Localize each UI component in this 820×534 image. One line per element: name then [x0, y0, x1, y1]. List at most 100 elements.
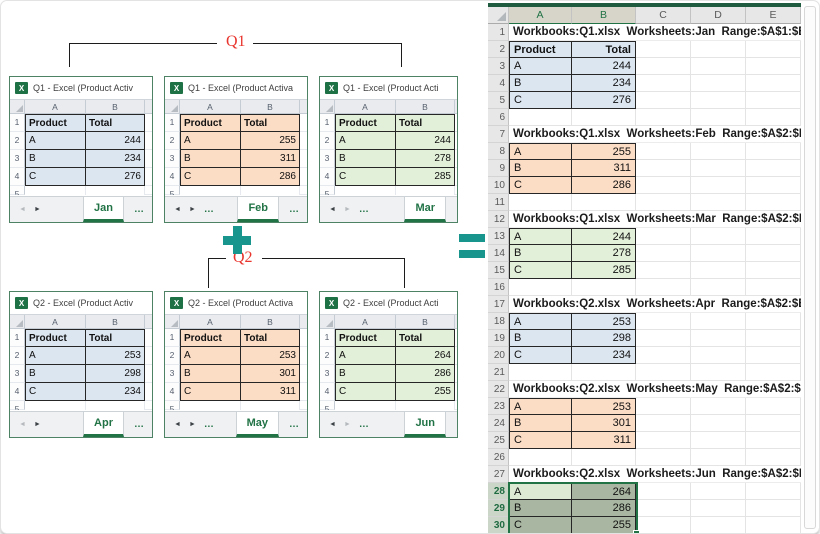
cell[interactable]: C: [25, 383, 86, 401]
cell[interactable]: Product: [180, 114, 241, 132]
more-sheets-button[interactable]: …: [358, 419, 370, 430]
cell[interactable]: B: [335, 150, 396, 168]
cell[interactable]: B: [509, 500, 572, 517]
cell[interactable]: A: [509, 398, 572, 415]
row-number[interactable]: 3: [320, 150, 335, 168]
empty-cell[interactable]: [746, 109, 801, 126]
select-all-corner[interactable]: [488, 7, 509, 24]
empty-cell[interactable]: [746, 75, 801, 92]
empty-cell[interactable]: [572, 364, 636, 381]
column-header-b[interactable]: B: [241, 315, 300, 329]
select-all-corner[interactable]: [165, 315, 180, 329]
row-number[interactable]: 4: [320, 168, 335, 186]
cell[interactable]: A: [509, 313, 572, 330]
sheet-tab-jan[interactable]: Jan: [83, 197, 124, 222]
row-number[interactable]: 5: [320, 401, 335, 410]
cell[interactable]: 285: [396, 168, 455, 186]
cell[interactable]: C: [335, 168, 396, 186]
empty-cell[interactable]: [746, 330, 801, 347]
cell[interactable]: 301: [572, 415, 636, 432]
empty-cell[interactable]: [636, 483, 691, 500]
cell[interactable]: B: [509, 245, 572, 262]
cell[interactable]: Total: [396, 114, 455, 132]
empty-cell[interactable]: [691, 92, 746, 109]
cell[interactable]: A: [25, 347, 86, 365]
sheet-nav-left-icon[interactable]: ◄: [174, 206, 181, 213]
empty-cell[interactable]: [691, 432, 746, 449]
column-header-b[interactable]: B: [86, 315, 145, 329]
row-number[interactable]: 2: [165, 132, 180, 150]
cell[interactable]: A: [335, 347, 396, 365]
empty-cell[interactable]: [746, 143, 801, 160]
sheet-nav-right-icon[interactable]: ►: [343, 206, 351, 213]
row-number[interactable]: 3: [320, 365, 335, 383]
cell[interactable]: 253: [241, 347, 300, 365]
sheet-nav-left-icon[interactable]: ◄: [19, 421, 26, 428]
empty-cell[interactable]: [636, 160, 691, 177]
cell[interactable]: C: [509, 262, 572, 279]
row-number[interactable]: 1: [320, 329, 335, 347]
empty-cell[interactable]: [746, 313, 801, 330]
column-header-a[interactable]: A: [509, 7, 572, 24]
column-header-a[interactable]: A: [180, 100, 241, 114]
row-number[interactable]: 3: [10, 365, 25, 383]
more-sheets-button[interactable]: …: [134, 419, 145, 430]
row-number[interactable]: 29: [488, 500, 509, 517]
sheet-nav-left-icon[interactable]: ◄: [329, 206, 336, 213]
cell[interactable]: C: [25, 168, 86, 186]
empty-cell[interactable]: [691, 228, 746, 245]
column-header-a[interactable]: A: [25, 100, 86, 114]
cell[interactable]: B: [335, 365, 396, 383]
cell[interactable]: 253: [572, 313, 636, 330]
column-header-a[interactable]: A: [180, 315, 241, 329]
empty-cell[interactable]: [509, 194, 572, 211]
cell[interactable]: 253: [572, 398, 636, 415]
row-number[interactable]: 11: [488, 194, 509, 211]
empty-cell[interactable]: [691, 330, 746, 347]
row-number[interactable]: 17: [488, 296, 509, 313]
cell[interactable]: 298: [572, 330, 636, 347]
more-sheets-button[interactable]: …: [289, 419, 300, 430]
empty-cell[interactable]: [746, 160, 801, 177]
empty-cell[interactable]: [746, 41, 801, 58]
cell[interactable]: 234: [86, 383, 145, 401]
row-number[interactable]: 27: [488, 466, 509, 483]
row-number[interactable]: 2: [165, 347, 180, 365]
empty-cell[interactable]: [636, 177, 691, 194]
row-number[interactable]: 28: [488, 483, 509, 500]
row-number[interactable]: 30: [488, 517, 509, 533]
empty-cell[interactable]: [746, 517, 801, 533]
block-title-cell[interactable]: Workbooks:Q2.xlsx Worksheets:May Range:$…: [509, 381, 801, 398]
row-number[interactable]: 1: [10, 329, 25, 347]
row-number[interactable]: 23: [488, 398, 509, 415]
empty-cell[interactable]: [636, 143, 691, 160]
sheet-nav-left-icon[interactable]: ◄: [19, 206, 26, 213]
row-number[interactable]: 5: [165, 186, 180, 195]
row-number[interactable]: 4: [10, 383, 25, 401]
empty-cell[interactable]: [509, 279, 572, 296]
row-number[interactable]: 6: [488, 109, 509, 126]
cell[interactable]: Product: [25, 114, 86, 132]
cell[interactable]: 264: [572, 483, 636, 500]
more-sheets-button[interactable]: …: [358, 204, 370, 215]
cell[interactable]: Total: [241, 114, 300, 132]
empty-cell[interactable]: [746, 432, 801, 449]
row-number[interactable]: 8: [488, 143, 509, 160]
more-sheets-button[interactable]: …: [203, 419, 215, 430]
row-number[interactable]: 5: [488, 92, 509, 109]
cell[interactable]: 244: [396, 132, 455, 150]
empty-cell[interactable]: [636, 449, 691, 466]
cell[interactable]: A: [25, 132, 86, 150]
cell[interactable]: Product: [335, 114, 396, 132]
empty-cell[interactable]: [691, 177, 746, 194]
empty-cell[interactable]: [636, 517, 691, 533]
row-number[interactable]: 4: [488, 75, 509, 92]
empty-cell[interactable]: [746, 194, 801, 211]
cell[interactable]: 311: [572, 432, 636, 449]
sheet-nav-right-icon[interactable]: ►: [33, 421, 41, 428]
cell[interactable]: 311: [572, 160, 636, 177]
empty-cell[interactable]: [746, 228, 801, 245]
row-number[interactable]: 2: [320, 132, 335, 150]
empty-cell[interactable]: [636, 330, 691, 347]
sheet-tab-may[interactable]: May: [235, 412, 279, 437]
